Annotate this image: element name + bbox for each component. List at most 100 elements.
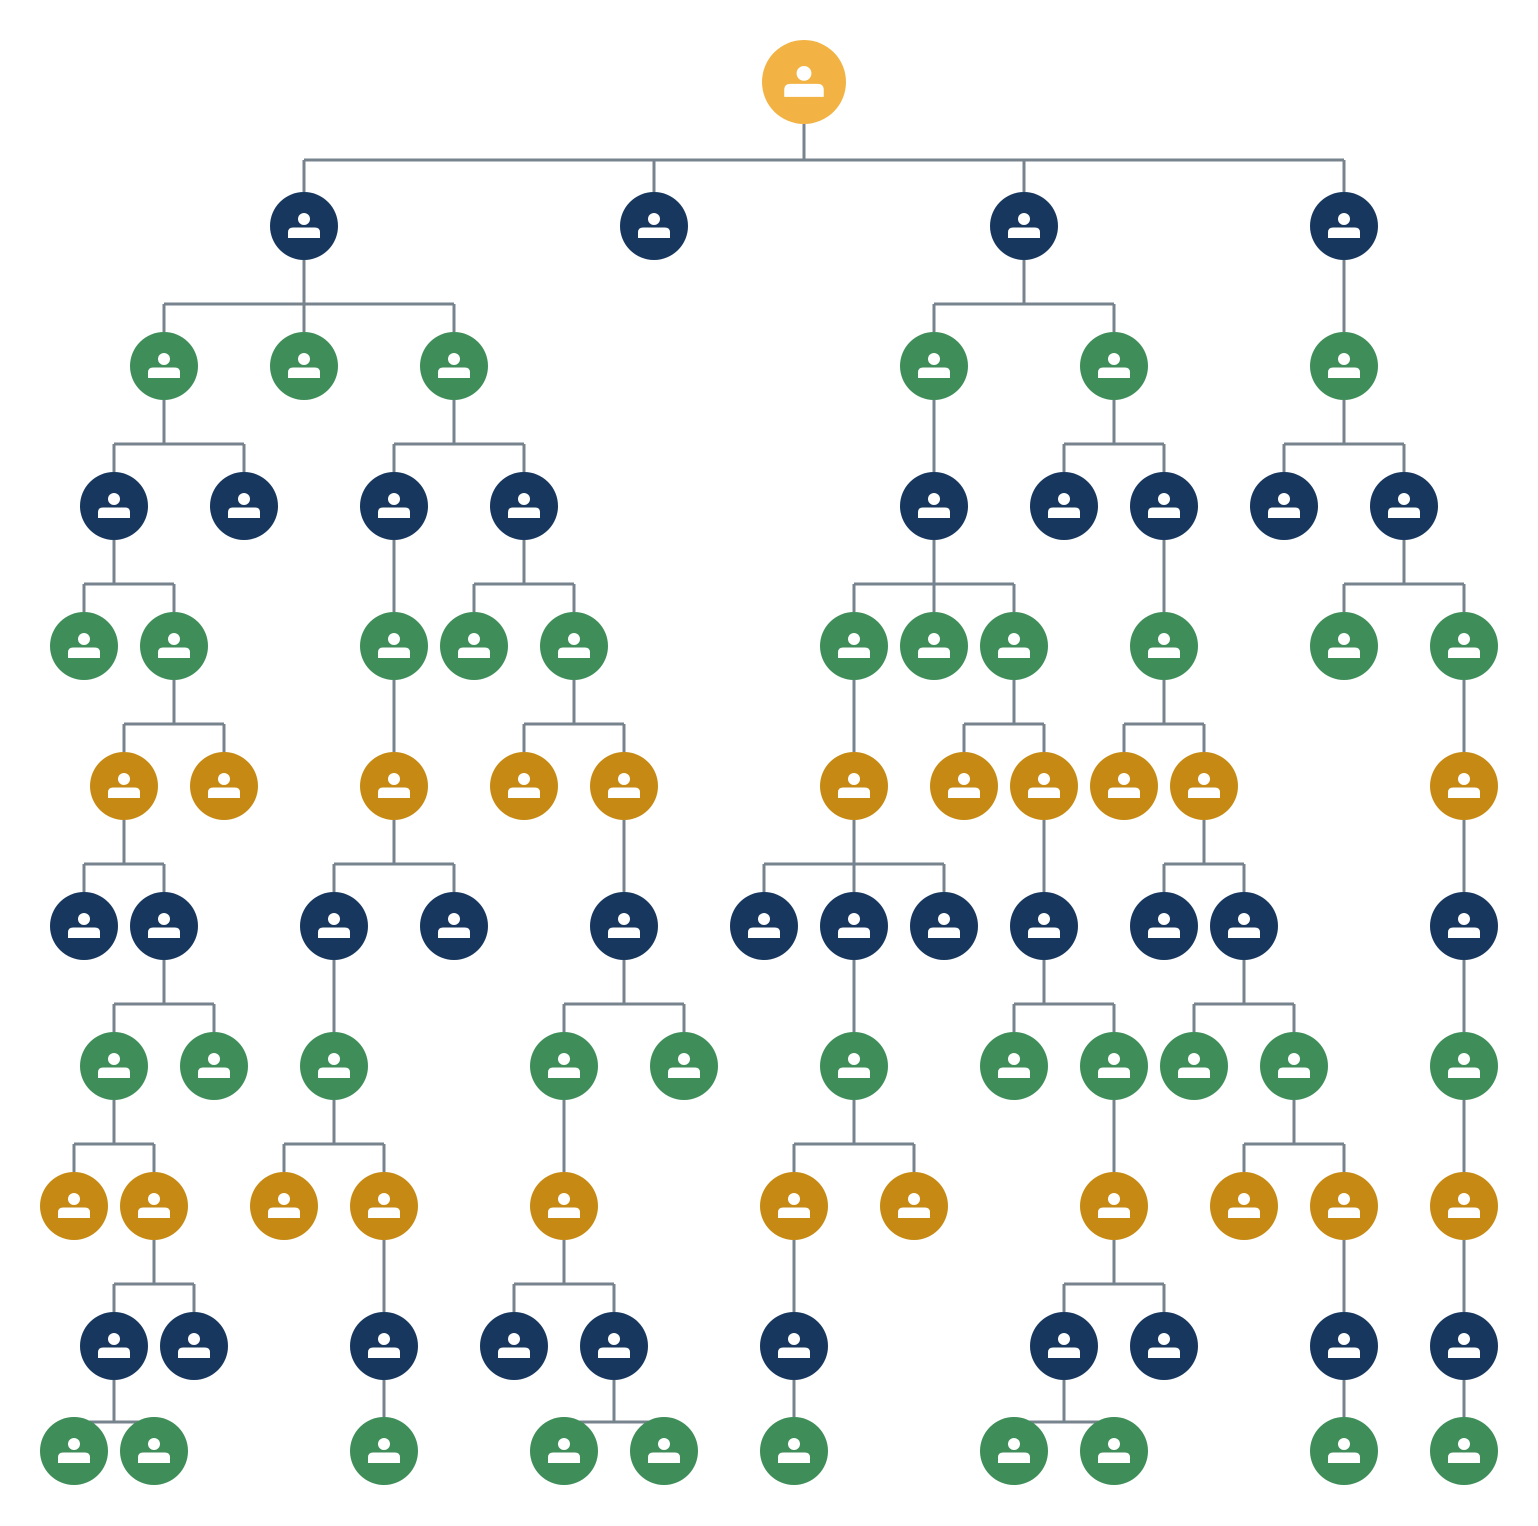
person-icon — [1448, 1438, 1480, 1463]
person-node — [590, 892, 658, 960]
person-icon — [838, 1053, 870, 1078]
person-icon — [58, 1193, 90, 1218]
person-node — [530, 1172, 598, 1240]
person-icon — [1098, 1438, 1130, 1463]
person-node — [80, 472, 148, 540]
person-node — [360, 472, 428, 540]
person-node — [270, 192, 338, 260]
person-icon — [1028, 773, 1060, 798]
person-node — [270, 332, 338, 400]
person-icon — [1448, 1333, 1480, 1358]
person-icon — [148, 913, 180, 938]
person-node — [130, 332, 198, 400]
person-node — [900, 612, 968, 680]
person-icon — [778, 1333, 810, 1358]
person-node — [490, 752, 558, 820]
person-node — [350, 1417, 418, 1485]
person-node — [1080, 1032, 1148, 1100]
person-icon — [508, 493, 540, 518]
person-node — [1080, 1417, 1148, 1485]
person-icon — [508, 773, 540, 798]
person-icon — [158, 633, 190, 658]
person-node — [820, 752, 888, 820]
person-icon — [438, 353, 470, 378]
person-icon — [1048, 493, 1080, 518]
person-node — [1260, 1032, 1328, 1100]
person-icon — [378, 773, 410, 798]
person-node — [1130, 612, 1198, 680]
person-node — [140, 612, 208, 680]
person-icon — [318, 1053, 350, 1078]
person-icon — [558, 633, 590, 658]
person-icon — [1328, 1438, 1360, 1463]
person-node — [1250, 472, 1318, 540]
person-node — [900, 472, 968, 540]
person-node — [360, 752, 428, 820]
person-icon — [668, 1053, 700, 1078]
person-node — [540, 612, 608, 680]
person-node — [1430, 612, 1498, 680]
person-node — [1430, 1032, 1498, 1100]
person-node — [630, 1417, 698, 1485]
person-node — [1130, 892, 1198, 960]
person-node — [530, 1032, 598, 1100]
person-icon — [998, 1438, 1030, 1463]
person-icon — [638, 213, 670, 238]
person-icon — [438, 913, 470, 938]
person-icon — [1008, 213, 1040, 238]
person-icon — [208, 773, 240, 798]
person-icon — [1148, 1333, 1180, 1358]
person-node — [1310, 1172, 1378, 1240]
person-icon — [948, 773, 980, 798]
person-node — [1090, 752, 1158, 820]
person-icon — [1328, 213, 1360, 238]
person-icon — [1188, 773, 1220, 798]
person-icon — [608, 913, 640, 938]
person-icon — [1448, 773, 1480, 798]
person-node — [530, 1417, 598, 1485]
person-node — [1310, 332, 1378, 400]
person-node — [760, 1417, 828, 1485]
person-icon — [1448, 1053, 1480, 1078]
person-icon — [368, 1193, 400, 1218]
root-person-node — [762, 40, 846, 124]
person-node — [1170, 752, 1238, 820]
person-node — [590, 752, 658, 820]
person-icon — [838, 773, 870, 798]
person-node — [440, 612, 508, 680]
person-icon — [98, 1053, 130, 1078]
person-node — [1370, 472, 1438, 540]
person-icon — [1028, 913, 1060, 938]
person-icon — [838, 633, 870, 658]
person-icon — [228, 493, 260, 518]
tree-nodes — [40, 40, 1498, 1485]
person-icon — [1228, 1193, 1260, 1218]
person-node — [980, 1032, 1048, 1100]
person-node — [300, 892, 368, 960]
person-icon — [498, 1333, 530, 1358]
person-node — [880, 1172, 948, 1240]
person-node — [490, 472, 558, 540]
person-node — [120, 1172, 188, 1240]
person-node — [1010, 752, 1078, 820]
person-icon — [1328, 1333, 1360, 1358]
person-node — [1030, 472, 1098, 540]
person-node — [420, 892, 488, 960]
person-icon — [918, 353, 950, 378]
person-icon — [198, 1053, 230, 1078]
person-icon — [1448, 913, 1480, 938]
person-node — [1430, 1417, 1498, 1485]
person-node — [210, 472, 278, 540]
person-icon — [318, 913, 350, 938]
person-node — [1080, 332, 1148, 400]
person-icon — [378, 633, 410, 658]
person-icon — [368, 1333, 400, 1358]
person-node — [1310, 192, 1378, 260]
person-icon — [1148, 493, 1180, 518]
person-icon — [1268, 493, 1300, 518]
person-node — [1310, 1417, 1378, 1485]
person-icon — [928, 913, 960, 938]
person-icon — [1328, 1193, 1360, 1218]
person-icon — [368, 1438, 400, 1463]
person-node — [350, 1312, 418, 1380]
